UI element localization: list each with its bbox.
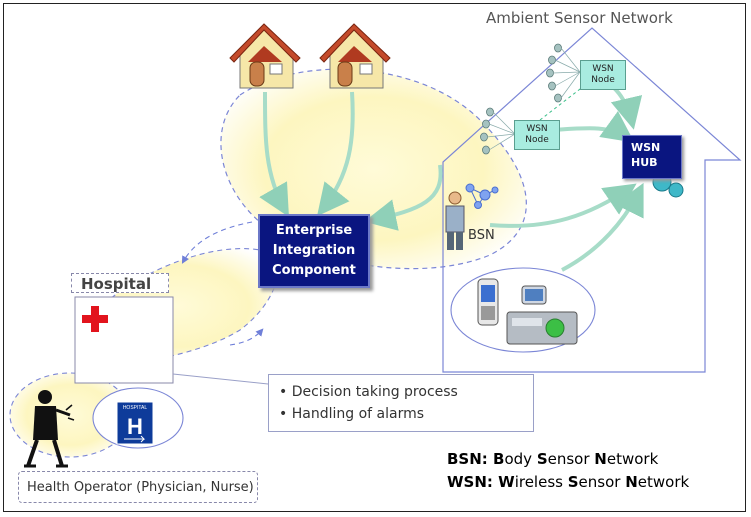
wsn-hub: WSN HUB: [622, 135, 682, 179]
sensor-lines: [486, 47, 581, 151]
legend-bsn: BSN: Body Sensor Network: [447, 450, 659, 468]
bsn-label: BSN: [468, 228, 495, 243]
mobile-phone-icon: [477, 278, 499, 326]
person-icon: [445, 191, 465, 250]
hospital-label: Hospital: [71, 273, 169, 293]
process-item: • Decision taking process: [279, 384, 458, 400]
hospital-sign-icon: HOSPITAL H: [92, 387, 184, 449]
enterprise-integration-component: Enterprise Integration Component: [258, 214, 370, 288]
monitor-device-icon: [506, 285, 578, 345]
home-outline: [442, 27, 742, 373]
eic-line-3: Component: [272, 263, 356, 278]
wsn-hub-line-2: HUB: [631, 156, 658, 169]
wsn-hub-line-1: WSN: [631, 141, 661, 154]
legend-wsn: WSN: Wireless Sensor Network: [447, 473, 690, 491]
wsn-node-line-2: Node: [525, 135, 549, 145]
process-connector: [172, 373, 269, 385]
hospital-sign-letter: H: [127, 414, 143, 439]
process-item: • Handling of alarms: [279, 406, 425, 422]
diagram-title: Ambient Sensor Network: [486, 9, 673, 27]
hospital-sign-top: HOSPITAL: [123, 405, 148, 411]
health-operator-label: Health Operator (Physician, Nurse): [18, 471, 258, 503]
house-icon: [229, 23, 301, 89]
data-flow-arrows: [259, 76, 644, 272]
wsn-node-line-1: WSN: [592, 64, 614, 74]
wsn-node: WSN Node: [514, 120, 560, 150]
wsn-node: WSN Node: [580, 60, 626, 90]
wsn-link: [539, 85, 585, 121]
process-box: • Decision taking process • Handling of …: [268, 374, 534, 432]
red-cross-icon: [82, 306, 108, 332]
connection-arrows: [181, 221, 264, 346]
eic-line-1: Enterprise: [275, 223, 353, 238]
bsn-network-icon: [465, 183, 499, 209]
house-icon: [319, 23, 391, 89]
eic-line-2: Integration: [272, 243, 356, 258]
hospital-building: [74, 296, 174, 384]
wsn-node-line-2: Node: [591, 75, 615, 85]
health-operator-icon: [24, 390, 75, 468]
wsn-node-line-1: WSN: [526, 124, 548, 134]
